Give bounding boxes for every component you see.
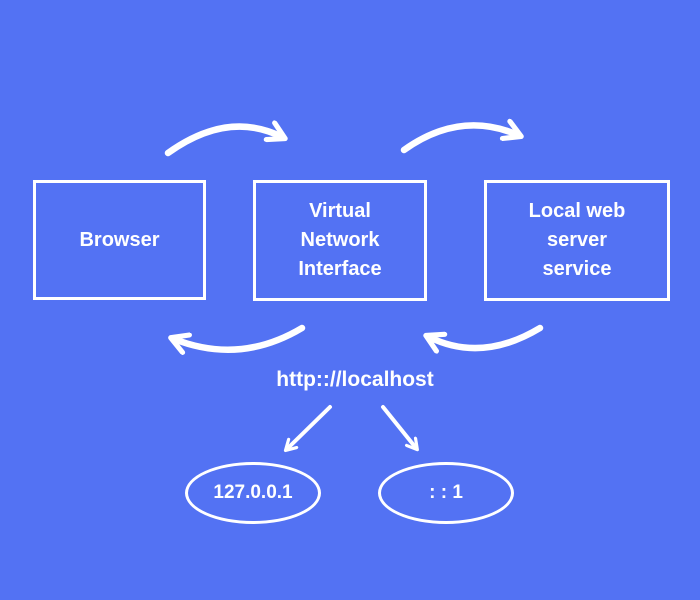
- arrow-server-to-vni-icon: [429, 324, 544, 348]
- localhost-url-label: http:://localhost: [276, 368, 434, 391]
- node-virtual-network-interface-label: Virtual Network Interface: [298, 200, 382, 280]
- arrow-vni-to-browser-icon: [174, 324, 306, 350]
- arrow-browser-to-vni-icon: [164, 127, 282, 157]
- arrow-vni-to-server-icon: [400, 125, 518, 154]
- ipv4-address-label: 127.0.0.1: [213, 482, 293, 503]
- node-browser: Browser: [33, 180, 206, 300]
- node-ipv6-address: : : 1: [378, 462, 514, 524]
- node-virtual-network-interface: Virtual Network Interface: [253, 180, 427, 301]
- arrow-localhost-to-ipv4-icon: [287, 405, 332, 449]
- node-local-web-server-service-label: Local web server service: [528, 200, 626, 280]
- node-local-web-server-service: Local web server service: [484, 180, 670, 301]
- arrow-localhost-to-ipv6-icon: [381, 405, 416, 448]
- ipv6-address-label: : : 1: [429, 482, 463, 503]
- node-ipv4-address: 127.0.0.1: [185, 462, 321, 524]
- node-browser-label: Browser: [79, 228, 160, 251]
